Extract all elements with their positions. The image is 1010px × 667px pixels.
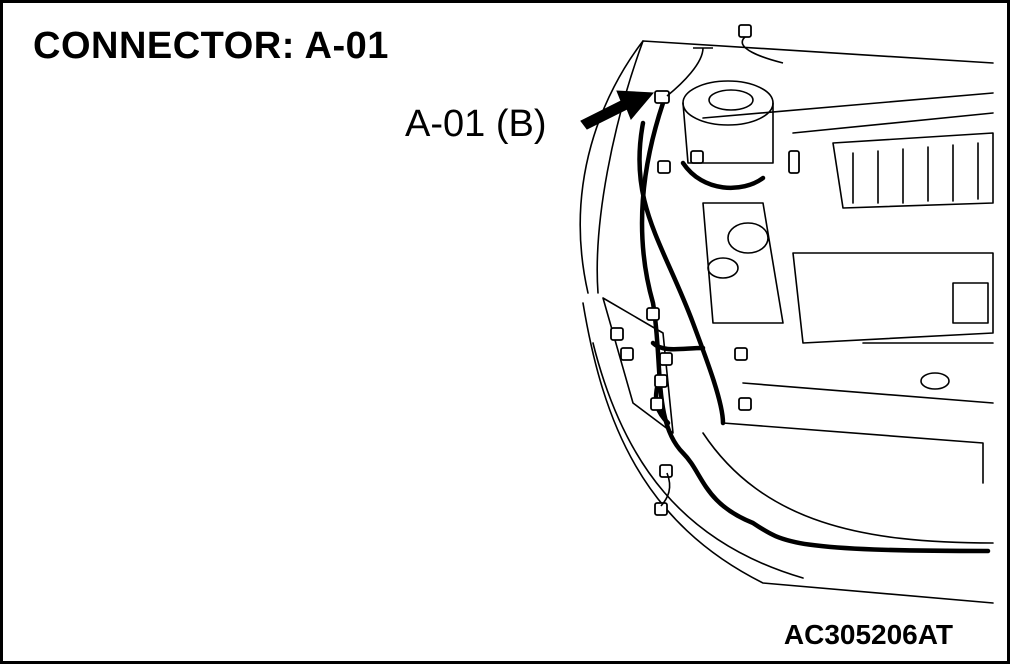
connector <box>659 352 673 366</box>
connector-a01-b <box>654 90 670 104</box>
air-filter-part <box>727 222 769 254</box>
fender-outline <box>596 40 644 294</box>
engine-cover <box>832 132 994 209</box>
connector-callout-label: A-01 (B) <box>405 103 547 145</box>
hood-outline <box>579 40 994 294</box>
connector <box>788 150 800 174</box>
front-bumper-outline <box>582 302 994 604</box>
connector <box>738 397 752 411</box>
connector <box>654 374 668 388</box>
connector <box>659 464 673 478</box>
connector <box>657 160 671 174</box>
branch-harness-1 <box>637 120 726 426</box>
diagram-title: CONNECTOR: A-01 <box>33 25 389 67</box>
connector <box>738 24 752 38</box>
branch-harness-2 <box>680 160 766 190</box>
main-wire-harness <box>639 100 991 554</box>
headlamp-outline <box>602 297 674 434</box>
connector <box>650 397 664 411</box>
connector <box>690 150 704 164</box>
connector <box>646 307 660 321</box>
figure-code: AC305206AT <box>783 619 953 650</box>
connector <box>620 347 634 361</box>
connector <box>654 502 668 516</box>
connector <box>734 347 748 361</box>
engine-bay-illustration <box>579 24 994 604</box>
coolant-reservoir <box>682 80 774 126</box>
callout-arrow <box>580 90 655 130</box>
connector <box>610 327 624 341</box>
